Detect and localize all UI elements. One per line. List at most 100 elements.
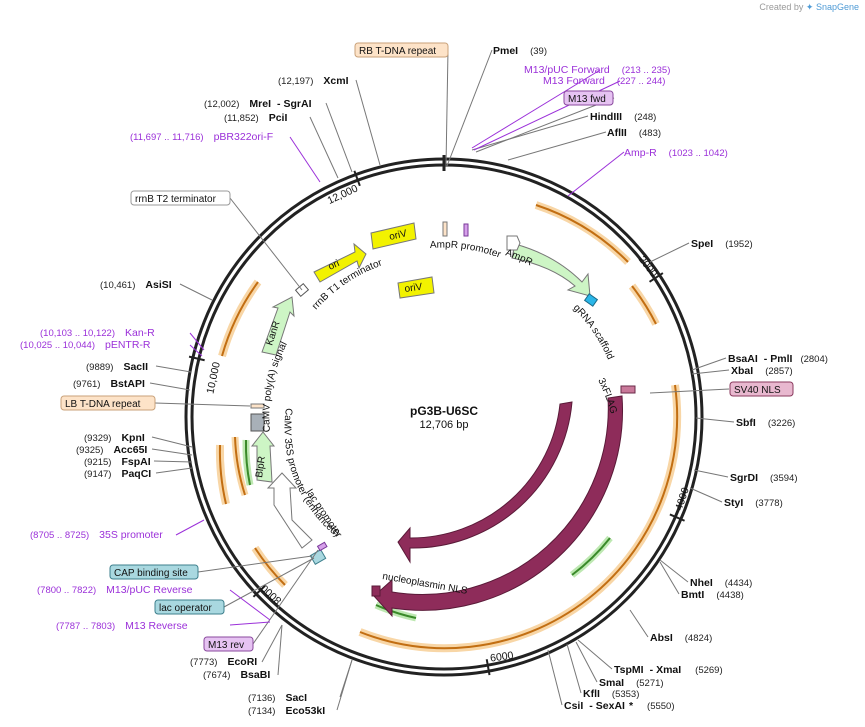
leader-line — [155, 467, 193, 474]
leader-line — [229, 621, 271, 626]
box-m13-fwd: M13 fwd — [563, 90, 614, 106]
enzyme-pcii: (11,852)PciI — [224, 112, 287, 124]
enzyme-spei: SpeI(1952) — [691, 238, 753, 250]
feature-grna-marker — [583, 293, 599, 307]
feature-camv-polya — [250, 413, 265, 432]
primer-amp-r: Amp-R(1023 .. 1042) — [624, 147, 728, 159]
enzyme-labels: PmeI(39) HindIII(248) AflII(483) SpeI(19… — [73, 45, 828, 717]
feature-rb-marker — [442, 221, 448, 237]
leader-line — [153, 460, 193, 463]
label-ampr-promoter: AmpR promoter — [430, 239, 503, 260]
feature-ori — [313, 242, 367, 283]
enzyme-xbai: XbaI(2857) — [731, 365, 793, 377]
leader-line — [547, 649, 563, 706]
leader-line — [309, 116, 339, 179]
features — [215, 201, 682, 653]
plasmid-title: pG3B-U6SC 12,706 bp — [410, 404, 478, 431]
enzyme-csii-sexai: CsiI-SexAI*(5550) — [564, 700, 675, 712]
leader-line — [175, 519, 205, 536]
box-lac-operator: lac operator — [154, 599, 225, 615]
primer-35s-promoter: (8705 .. 8725)35S promoter — [30, 529, 163, 541]
enzyme-absi: AbsI(4824) — [650, 632, 712, 644]
position-tick — [648, 272, 664, 283]
enzyme-sacii: (9889)SacII — [86, 361, 148, 373]
label-oriv-b: oriV — [404, 282, 423, 295]
box-rrnb-t2-terminator: rrnB T2 terminator — [130, 190, 231, 206]
tick-label-10000: 10,000 — [204, 361, 222, 395]
feature-arrow-green-3-line — [571, 537, 611, 576]
label-cas9-a: Cas9 — [509, 516, 535, 539]
feature-lac-cluster — [309, 548, 327, 566]
enzyme-eco53ki: (7134)Eco53kI — [248, 705, 325, 717]
feature-arrow-orange-7-line — [234, 436, 246, 496]
leader-line — [325, 102, 353, 173]
enzyme-bstapi: (9761)BstAPI — [73, 378, 145, 390]
leader-line — [691, 357, 727, 371]
credit-brand: SnapGene — [815, 2, 859, 12]
leader-line — [629, 609, 649, 638]
leader-line — [229, 589, 271, 621]
enzyme-paqci: (9147)PaqCI — [84, 468, 151, 480]
leader-line — [575, 641, 598, 683]
primer-labels: M13/pUC Forward(213 .. 235) M13 Forward(… — [20, 64, 728, 632]
feature-kanr — [261, 296, 295, 356]
enzyme-bsabi: (7674)BsaBI — [203, 669, 270, 681]
credit-prefix: Created by — [759, 2, 804, 12]
svg-text:SV40 NLS: SV40 NLS — [734, 385, 781, 396]
feature-small-lb — [250, 403, 265, 409]
leader-line — [151, 448, 193, 456]
enzyme-smai: SmaI(5271) — [599, 677, 664, 689]
enzyme-bmti: BmtI(4438) — [681, 589, 744, 601]
svg-text:M13 rev: M13 rev — [208, 640, 244, 651]
position-tick — [485, 659, 491, 676]
position-tick — [353, 170, 361, 187]
label-bleor: BlpR — [254, 455, 268, 478]
leader-line — [695, 417, 735, 423]
feature-npnls-marker — [371, 585, 381, 597]
leader-line — [289, 136, 321, 183]
feature-m13fwd-marker — [463, 223, 469, 237]
label-ori: ori — [327, 258, 342, 273]
leader-line — [355, 79, 381, 166]
tick-label-2000: 2000 — [636, 254, 660, 280]
leader-line — [567, 151, 625, 197]
box-m13-rev: M13 rev — [203, 636, 254, 652]
enzyme-tspmi-xmai: TspMI-XmaI(5269) — [614, 664, 723, 676]
leader-line — [336, 659, 353, 711]
enzyme-bsaai-pmli: BsaAI-PmlI(2804) — [728, 353, 828, 365]
box-lb-tdna-repeat: LB T-DNA repeat — [60, 395, 156, 411]
feature-arrow-orange-4-line — [221, 281, 259, 357]
leader-line — [659, 561, 680, 595]
leader-line — [155, 365, 192, 373]
feature-oriv-b — [397, 276, 435, 299]
leader-line — [689, 487, 723, 503]
box-cap-binding-site: CAP binding site — [109, 564, 199, 580]
box-rb-tdna-repeat: RB T-DNA repeat — [354, 42, 449, 58]
enzyme-sbfi: SbfI(3226) — [736, 417, 795, 429]
leader-lines — [149, 49, 735, 711]
feature-arrow-orange-1 — [534, 201, 631, 265]
snapgene-credit: Created by ✦ SnapGene — [759, 2, 859, 13]
feature-ampr-promoter — [506, 235, 521, 251]
leader-line — [475, 97, 615, 153]
primer-pentr-r: (10,025 .. 10,044)pENTR-R — [20, 339, 151, 351]
leader-line — [197, 555, 313, 573]
feature-arrow-orange-3-line — [359, 384, 679, 650]
feature-arrow-orange-5-line — [218, 444, 227, 505]
svg-text:rrnB T2 terminator: rrnB T2 terminator — [135, 194, 217, 205]
leader-line — [659, 559, 689, 583]
leader-line — [649, 242, 690, 263]
position-ticks — [188, 155, 685, 676]
leader-line — [154, 402, 251, 407]
enzyme-sgrdi: SgrDI(3594) — [730, 472, 797, 484]
feature-arrow-green-2-line — [375, 604, 417, 619]
leader-line — [507, 131, 607, 161]
leader-line — [179, 283, 213, 301]
enzyme-acc65i: (9325)Acc65I — [76, 444, 147, 456]
plasmid-size: 12,706 bp — [420, 419, 469, 431]
box-sv40-nls: SV40 NLS — [729, 381, 794, 397]
primer-m13-forward: M13 Forward(227 .. 244) — [543, 75, 665, 87]
leader-line — [223, 557, 315, 608]
leader-line — [261, 624, 283, 663]
